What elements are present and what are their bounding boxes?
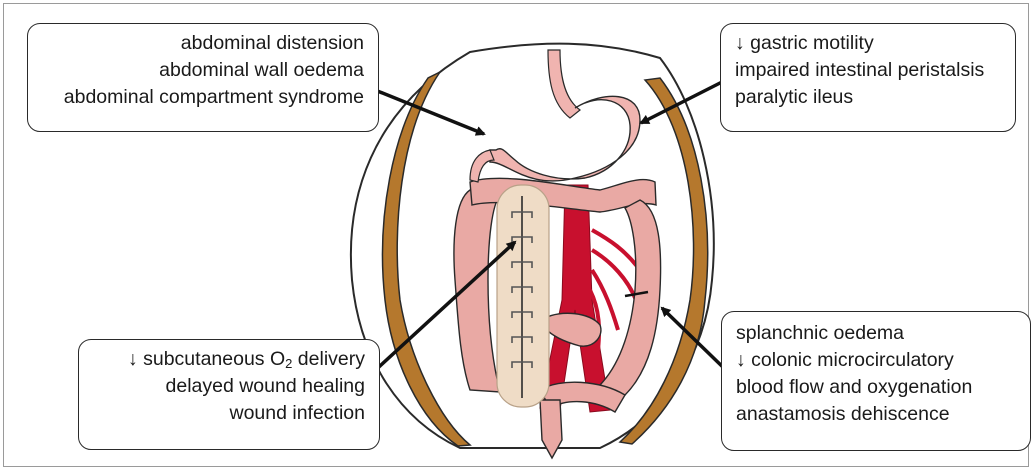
callout-line: ↓ subcutaneous O2 delivery [93, 346, 365, 373]
o2-line-suffix: delivery [292, 348, 365, 370]
callout-line: ↓ colonic microcirculatory [736, 347, 1016, 374]
callout-line: paralytic ileus [735, 84, 1001, 111]
callout-splanchnic-oedema: splanchnic oedema ↓ colonic microcircula… [721, 311, 1031, 451]
o2-line-prefix: ↓ subcutaneous O [128, 348, 285, 370]
callout-line: blood flow and oxygenation [736, 374, 1016, 401]
callout-line: splanchnic oedema [736, 320, 1016, 347]
rectum [540, 400, 562, 458]
callout-line: delayed wound healing [93, 373, 365, 400]
wound-dressing [497, 185, 549, 407]
callout-line: abdominal wall oedema [42, 57, 364, 84]
callout-line: abdominal distension [42, 30, 364, 57]
callout-line: wound infection [93, 400, 365, 427]
callout-abdominal-distension: abdominal distension abdominal wall oede… [27, 23, 379, 132]
callout-line: impaired intestinal peristalsis [735, 57, 1001, 84]
callout-line: ↓ gastric motility [735, 30, 1001, 57]
callout-line: abdominal compartment syndrome [42, 84, 364, 111]
callout-line: anastamosis dehiscence [736, 401, 1016, 428]
callout-wound-healing: ↓ subcutaneous O2 delivery delayed wound… [78, 339, 380, 450]
callout-gastric-motility: ↓ gastric motility impaired intestinal p… [720, 23, 1016, 132]
